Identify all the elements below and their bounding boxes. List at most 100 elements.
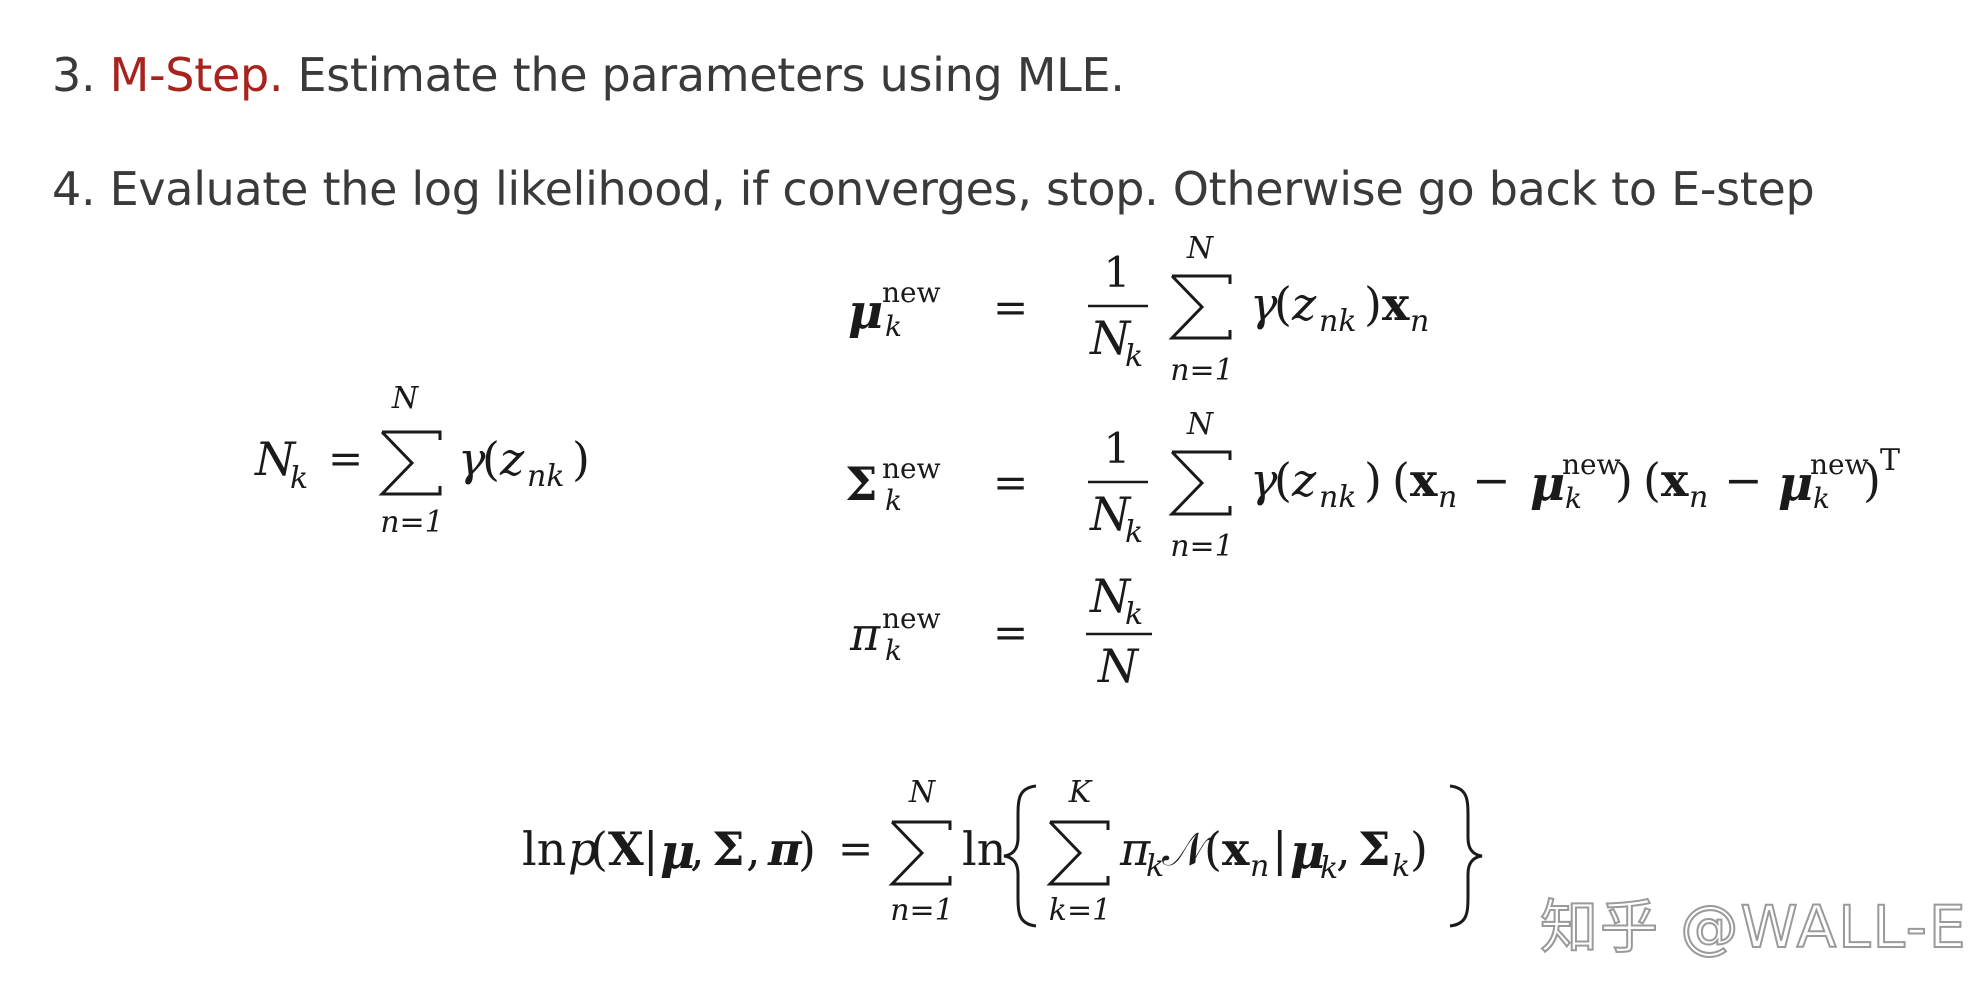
eq-sigma-den-k: k [1125,515,1143,550]
eq-sigma-one: 1 [1104,424,1131,473]
eq-ll-equals: = [838,824,873,873]
eq-Nk-sum-lower: n=1 [380,505,444,540]
eq-sigma-gamma: γ [1250,453,1278,507]
eq-ll-sum2-sign [1046,820,1110,886]
eq-ll-comma3: , [1336,822,1351,876]
eq-Nk-rparen: ) [572,432,590,486]
eq-Nk-N: N [254,432,297,486]
eq-sigma-mu2-k: k [1813,482,1830,515]
eq-mu-den-k: k [1125,339,1143,374]
step-3-line: 3. M-Step. Estimate the parameters using… [52,48,1125,102]
eq-ll-sum1-upper: N [908,775,937,810]
eq-ll-x-n: n [1250,849,1269,884]
eq-pi-den-N: N [1097,639,1140,693]
eq-ll-right-brace [1449,784,1483,928]
eq-ll-sum2-upper: K [1068,775,1093,810]
eq-Nk-z: z [499,432,525,486]
zhihu-watermark: 知乎 @WALL-E [1539,892,1968,962]
eq-ll-rparen: ) [798,822,816,876]
eq-ll-lparen: ( [590,822,608,876]
eq-sigma-z: z [1291,453,1317,507]
step-3-text: Estimate the parameters using MLE. [283,48,1125,102]
eq-Nk-sum-upper: N [391,381,420,416]
eq-sigma-x1-n: n [1438,480,1457,515]
eq-Nk-gamma: γ [458,432,486,486]
eq-sigma-mu1-new: new [1562,448,1621,481]
eq-ll-sum2-lower: k=1 [1049,893,1111,928]
eq-ll-left-brace [1003,784,1037,928]
eq-sigma-lparen2: ( [1392,453,1410,507]
eq-ll-sigma-k-sub: k [1392,849,1410,884]
eq-sigma-sum-lower: n=1 [1170,529,1234,564]
eq-ll-comma1: , [690,822,705,876]
eq-sigma-nk: nk [1319,480,1357,515]
eq-mu-rparen: ) [1364,277,1382,331]
eq-pi-lhs-pi: π [849,607,881,661]
eq-ll-p: p [568,822,597,876]
eq-sigma-lhs-sigma: Σ [845,457,878,511]
eq-mu-gamma: γ [1250,277,1278,331]
eq-ll-pi: π [767,822,803,876]
eq-ll-normal-N: 𝒩 [1162,822,1213,876]
eq-sigma-equals: = [993,458,1028,507]
eq-pi-lhs-new: new [882,602,941,635]
eq-mu-equals: = [993,283,1028,332]
eq-sigma-rparen2: ) [1615,453,1633,507]
eq-mu-sum-lower: n=1 [1170,353,1234,388]
eq-Nk-definition: N k = N n=1 γ ( z nk ) [254,381,590,540]
eq-Nk-equals: = [328,434,363,483]
eq-sigma-mu1: μ [1530,456,1565,512]
eq-sigma-minus2: − [1724,453,1763,507]
eq-sigma-minus1: − [1472,453,1511,507]
step-4-line: 4. Evaluate the log likelihood, if conve… [52,162,1815,216]
eq-sigma-mu1-k: k [1565,482,1582,515]
eq-ll-comma2: , [746,822,761,876]
eq-ll-sum1-lower: n=1 [890,893,954,928]
eq-mu-sum-sign [1168,274,1232,340]
eq-mu-sum-upper: N [1186,231,1215,266]
eq-mu-lhs-k: k [885,310,902,343]
eq-sigma-new: Σ new k = 1 N k N n=1 γ ( z nk ) ( x n −… [845,407,1900,564]
eq-sigma-lparen: ( [1274,453,1292,507]
eq-mu-den-N: N [1089,311,1132,365]
eq-mu-x-n: n [1410,304,1429,339]
eq-sigma-den-N: N [1089,487,1132,541]
eq-ll-ln2: ln [962,822,1006,876]
eq-ll-pi-k-sub: k [1146,849,1164,884]
eq-ll-sigma-k: Σ [1358,822,1391,876]
eq-Nk-lparen: ( [482,432,500,486]
eq-mu-x: x [1382,277,1410,331]
eq-Nk-nk: nk [527,459,565,494]
eq-Nk-sum-sign [378,430,442,496]
eq-ll-mu-k-sub: k [1320,851,1338,886]
eq-mu-lparen: ( [1274,277,1292,331]
eq-sigma-lhs-k: k [885,484,902,517]
eq-pi-lhs-k: k [885,634,902,667]
eq-ll-rparen2: ) [1410,822,1428,876]
eq-sigma-transpose: T [1880,443,1900,478]
eq-mu-z: z [1291,277,1317,331]
eq-log-likelihood: ln p ( X | μ , Σ , π ) = N n=1 ln K k=1 … [522,775,1483,928]
eq-sigma-rparen3: ) [1863,453,1881,507]
eq-sigma-lparen3: ( [1643,453,1661,507]
eq-Nk-k: k [290,461,308,496]
eq-pi-num-k: k [1125,597,1143,632]
step-4-number: 4. [52,162,96,216]
m-step-keyword: M-Step. [109,48,284,102]
eq-ll-X: X [608,822,644,876]
eq-sigma-x1: x [1410,453,1438,507]
eq-ll-mu-k: μ [1290,824,1325,880]
eq-sigma-x2-n: n [1689,480,1708,515]
eq-ll-x: x [1222,822,1250,876]
eq-ll-pi-k: π [1119,822,1151,876]
eq-mu-nk: nk [1319,304,1357,339]
eq-sigma-mu2-new: new [1810,448,1869,481]
eq-mu-one: 1 [1104,248,1131,297]
eq-mu-new: μ new k = 1 N k N n=1 γ ( z nk ) x n [848,231,1429,388]
eq-ll-ln1: ln [522,822,566,876]
eq-sigma-lhs-new: new [882,452,941,485]
eq-ll-sum1-sign [888,820,952,886]
eq-ll-mu: μ [660,824,695,880]
eq-sigma-mu2: μ [1778,456,1813,512]
eq-ll-sigma: Σ [712,822,745,876]
